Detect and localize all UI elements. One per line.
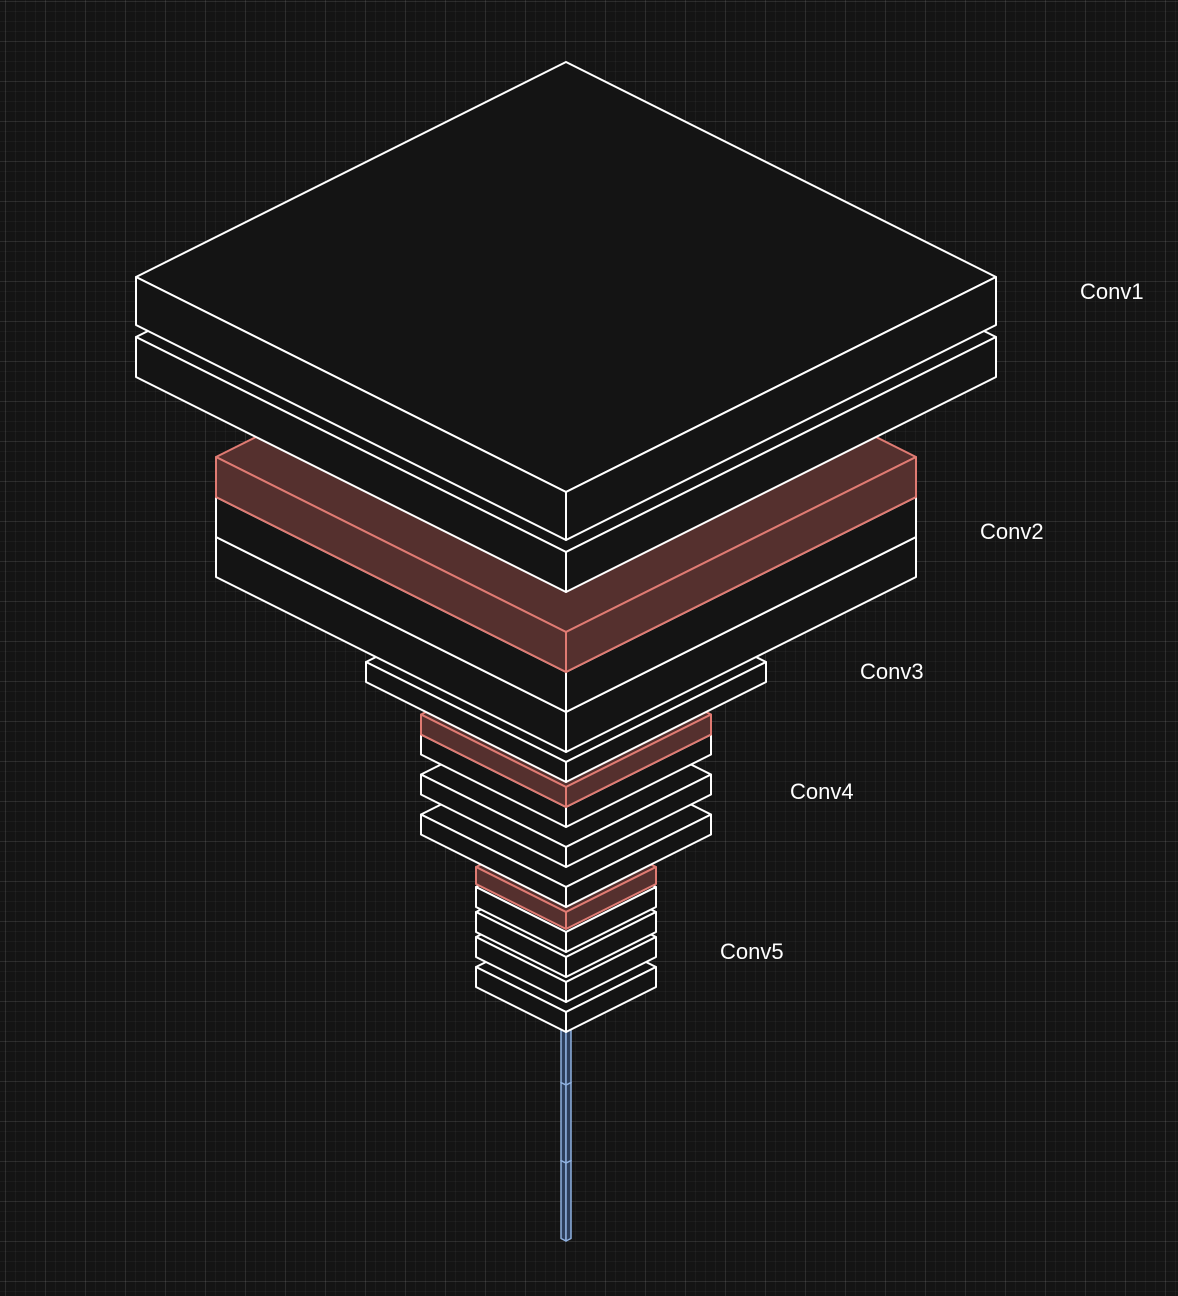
- conv5-slab-1-right-face: [565, 886, 657, 953]
- conv1-slab-1-right-face: [565, 276, 997, 541]
- conv1-label: Conv1: [1080, 279, 1144, 304]
- pool1-slab-right-face: [565, 456, 917, 673]
- fc-slab-2-right-face: [565, 1081, 572, 1164]
- conv4-label: Conv4: [790, 779, 854, 804]
- conv5-slab-3-right-face: [565, 936, 657, 1003]
- pool3-slab-right-face: [565, 713, 712, 808]
- conv1-slab-1: [135, 61, 997, 541]
- fc-slab-2: [560, 1079, 572, 1164]
- pool4-slab-right-face: [565, 866, 657, 930]
- conv1-slab-2-right-face: [565, 336, 997, 593]
- conv5-label: Conv5: [720, 939, 784, 964]
- conv3-label: Conv3: [860, 659, 924, 684]
- conv4-slab-2-right-face: [565, 773, 712, 868]
- conv5-slab-4-right-face: [565, 966, 657, 1033]
- fc-slab-3: [560, 1157, 572, 1242]
- conv3-slab-4-right-face: [565, 661, 767, 783]
- conv2-label: Conv2: [980, 519, 1044, 544]
- conv4-slab-3-right-face: [565, 813, 712, 908]
- fc-slab-3-right-face: [565, 1159, 572, 1242]
- conv5-slab-2-right-face: [565, 911, 657, 978]
